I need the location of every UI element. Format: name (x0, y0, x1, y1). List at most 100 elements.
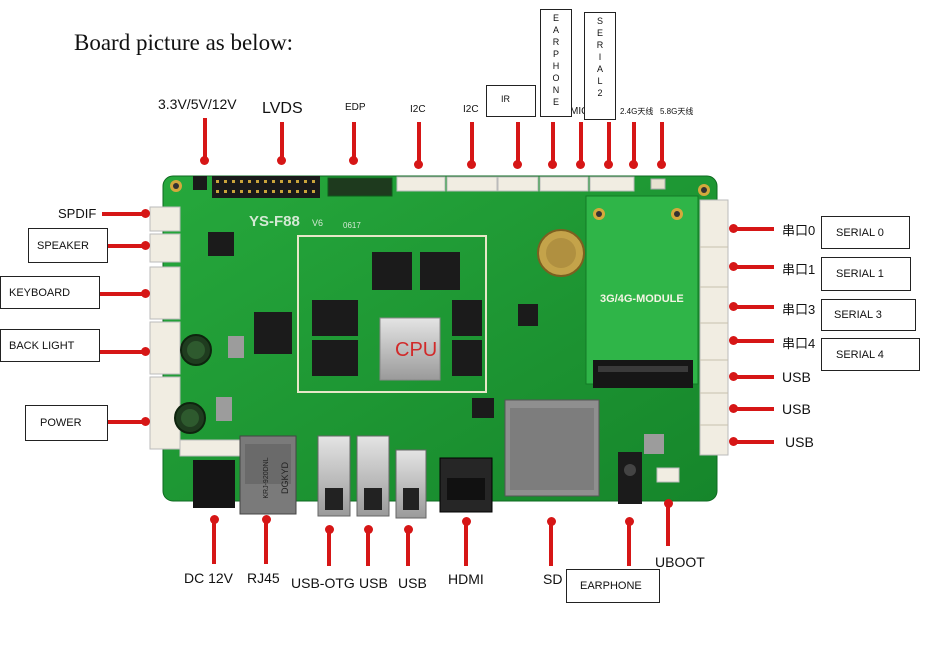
marker-dot (625, 517, 634, 526)
marker-dot (467, 160, 476, 169)
label-edp: EDP (345, 102, 366, 113)
lvds-header (212, 176, 320, 198)
ram-chip-1 (372, 252, 412, 290)
marker-dot (729, 372, 738, 381)
ir-box: IR (486, 85, 536, 117)
marker-dot (325, 525, 334, 534)
dc-jack (193, 460, 235, 508)
i2c-connector-2 (446, 176, 498, 192)
marker-uboot (666, 506, 670, 546)
marker-rj45 (264, 522, 268, 564)
marker-dot (277, 156, 286, 165)
label-serial0: SERIAL 0 (821, 216, 910, 249)
marker-dot (513, 160, 522, 169)
label-serial3: SERIAL 3 (821, 299, 916, 331)
marker-dot (262, 515, 271, 524)
label-dc: DC 12V (184, 570, 234, 586)
earphone-letter: A (552, 25, 559, 35)
board-version: V6 (312, 218, 323, 228)
ram-chip-5 (452, 300, 482, 336)
serial2-letter: L (597, 76, 603, 86)
marker-dot (141, 289, 150, 298)
marker-dot (141, 241, 150, 250)
marker-keyboard (100, 292, 144, 296)
marker-dot (576, 160, 585, 169)
label-hdmi: HDMI (448, 571, 484, 587)
label-com1: 串口1 (782, 262, 816, 277)
earphone-jack (618, 452, 642, 504)
marker-dot (729, 224, 738, 233)
label-uboot: UBOOT (655, 554, 705, 570)
speaker-connector (149, 233, 181, 263)
label-power-in: 3.3V/5V/12V (158, 96, 237, 112)
marker-dot (604, 160, 613, 169)
label-sd: SD (543, 571, 563, 587)
label-usb-2: USB (398, 575, 427, 591)
serial2-letter: R (596, 40, 604, 50)
label-earphone: EARPHONE (566, 569, 660, 603)
marker-hdmi (464, 524, 468, 566)
marker-usb-c (734, 440, 774, 444)
marker-dot (729, 302, 738, 311)
label-ant-58: 5.8G天线 (660, 107, 694, 116)
cpu-chip (379, 317, 441, 381)
label-usb-a: USB (782, 369, 811, 385)
marker-earphone-top (551, 122, 555, 164)
earphone-letter: P (552, 49, 559, 59)
marker-sd (549, 524, 553, 566)
rj45-text: DGKYD (280, 462, 290, 495)
ram-chip-2 (420, 252, 460, 290)
earphone-letter: N (552, 85, 560, 95)
serial2-letter: S (596, 16, 603, 26)
marker-lvds (280, 122, 284, 162)
soc-area (297, 235, 487, 393)
i2c-connector-1 (396, 176, 446, 192)
marker-ant-58 (660, 122, 664, 164)
backlight-connector (149, 321, 181, 375)
edp-header (327, 177, 393, 197)
marker-usb-otg (327, 532, 331, 566)
marker-dot (141, 209, 150, 218)
earphone-letter: R (552, 37, 560, 47)
label-ant-24: 2.4G天线 (620, 107, 654, 116)
marker-dot (141, 347, 150, 356)
marker-dot (729, 437, 738, 446)
marker-dot (729, 404, 738, 413)
mic-earphone-connector (539, 176, 589, 192)
marker-earphone (627, 524, 631, 566)
label-com3: 串口3 (782, 302, 816, 317)
earphone-letter: O (552, 73, 560, 83)
serial2-connector (589, 176, 635, 192)
marker-dot (210, 515, 219, 524)
marker-serial2 (607, 122, 611, 164)
label-speaker: SPEAKER (28, 228, 108, 263)
marker-dot (404, 525, 413, 534)
board-model: YS-F88 (249, 213, 300, 230)
module-label: 3G/4G-MODULE (600, 293, 684, 305)
label-lvds: LVDS (262, 100, 303, 117)
marker-dot (364, 525, 373, 534)
marker-dot (547, 517, 556, 526)
ram-chip-3 (312, 300, 358, 336)
spdif-connector (149, 206, 181, 232)
marker-power-in (203, 118, 207, 160)
rj45-sub: KRJ-920DNL (263, 457, 270, 498)
label-keyboard: KEYBOARD (0, 276, 100, 309)
label-ir: IR (501, 94, 510, 104)
label-mic: MIC (570, 106, 589, 117)
marker-dc (212, 522, 216, 564)
keyboard-connector (149, 266, 181, 320)
label-power: POWER (25, 405, 108, 441)
marker-usb-a (734, 375, 774, 379)
label-com4: 串口4 (782, 336, 816, 351)
marker-usb-2 (406, 532, 410, 566)
marker-dot (548, 160, 557, 169)
serial2-letter: E (596, 28, 603, 38)
marker-dot (349, 156, 358, 165)
marker-com3 (734, 305, 774, 309)
marker-i2c-2 (470, 122, 474, 164)
ram-chip-4 (312, 340, 358, 376)
board-chip-line: 0617 (343, 221, 361, 230)
